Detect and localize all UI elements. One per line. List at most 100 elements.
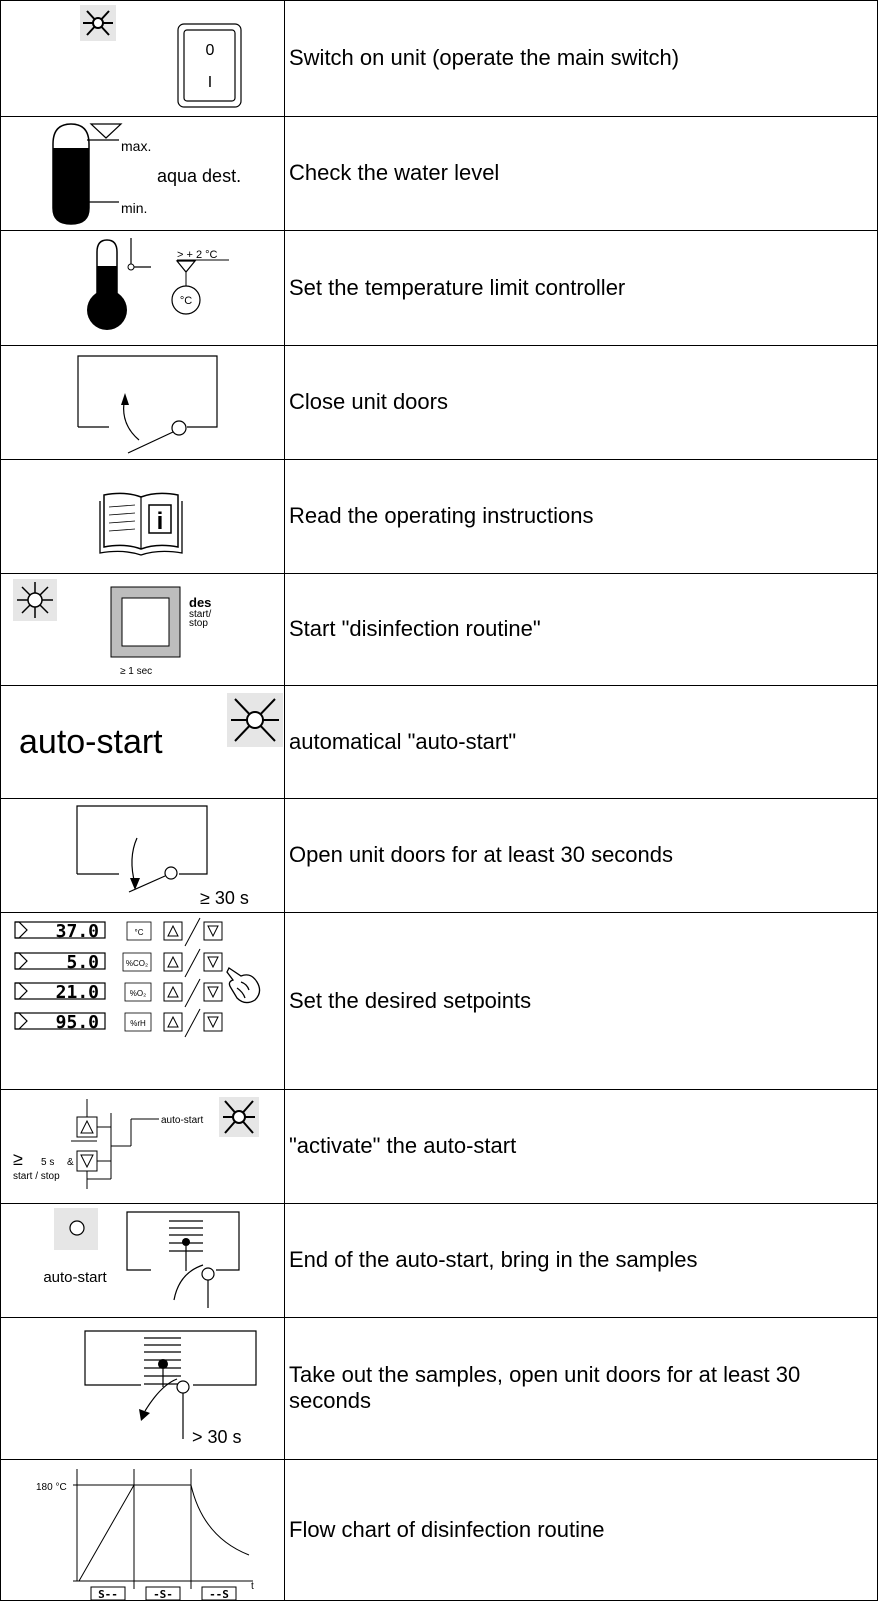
row-divider	[0, 685, 878, 686]
svg-text:I: I	[208, 74, 212, 91]
table-row: auto-start automatical "auto-start"	[0, 685, 878, 798]
row-divider	[0, 798, 878, 799]
table-row: auto-start End of the auto-start, bring …	[0, 1203, 878, 1317]
instruction-text: Set the temperature limit controller	[289, 274, 626, 300]
row-divider	[0, 1459, 878, 1460]
table-row: > 30 s Take out the samples, open unit d…	[0, 1317, 878, 1459]
svg-text:auto-start: auto-start	[161, 1115, 203, 1126]
row-divider	[0, 230, 878, 231]
svg-text:auto-start: auto-start	[43, 1269, 107, 1286]
svg-text:max.: max.	[121, 138, 151, 154]
row-divider	[0, 0, 878, 1]
instruction-text: Take out the samples, open unit doors fo…	[289, 1362, 801, 1413]
svg-text:stop: stop	[189, 618, 208, 629]
instruction-text: automatical "auto-start"	[289, 728, 517, 754]
svg-text:start / stop: start / stop	[13, 1171, 60, 1182]
instruction-text: "activate" the auto-start	[289, 1133, 517, 1158]
row-divider	[0, 345, 878, 346]
door-close-icon	[1, 345, 284, 459]
svg-text:i: i	[157, 508, 164, 535]
instruction-text: Close unit doors	[289, 389, 448, 414]
svg-text:--S: --S	[209, 1588, 229, 1600]
svg-text:t: t	[251, 1581, 254, 1592]
svg-text:≥ 30 s: ≥ 30 s	[200, 888, 249, 908]
svg-text:des: des	[189, 595, 211, 610]
svg-text:aqua dest.: aqua dest.	[157, 166, 241, 186]
svg-text:%CO₂: %CO₂	[126, 959, 148, 968]
svg-text:&: &	[67, 1157, 74, 1168]
samples-in-icon: auto-start	[1, 1203, 284, 1317]
des-button-icon: des start/ stop ≥ 1 sec	[1, 573, 284, 685]
instruction-text: Read the operating instructions	[289, 503, 594, 528]
table-row: > + 2 °C °C Set the temperature limit co…	[0, 230, 878, 345]
sun-icon	[83, 10, 113, 36]
display-row: 95.0 %rH	[14, 1008, 223, 1038]
table-row: 180 °C t S-- -S- --S Flow chart of disin…	[0, 1459, 878, 1600]
row-divider	[0, 912, 878, 913]
table-row: auto-start ≥ 5 s & start / stop "activat…	[0, 1089, 878, 1203]
svg-text:min.: min.	[121, 200, 147, 216]
manual-info-icon: i	[1, 459, 284, 573]
svg-text:0: 0	[206, 42, 215, 59]
instruction-text: Open unit doors for at least 30 seconds	[289, 842, 674, 867]
auto-start-activate-icon: auto-start ≥ 5 s & start / stop	[1, 1089, 284, 1203]
instruction-text: Switch on unit (operate the main switch)	[289, 45, 680, 70]
table-row: Close unit doors	[0, 345, 878, 459]
row-divider	[0, 1203, 878, 1204]
door-open-icon: ≥ 30 s	[1, 798, 284, 912]
row-divider	[0, 573, 878, 574]
row-divider	[0, 459, 878, 460]
sun-icon	[17, 582, 53, 618]
sun-icon	[223, 1100, 255, 1134]
column-divider	[284, 0, 285, 1601]
pointing-hand-icon	[226, 967, 261, 1004]
svg-text:180 °C: 180 °C	[36, 1482, 67, 1493]
instruction-text: Set the desired setpoints	[289, 987, 532, 1013]
flow-chart-icon: 180 °C t S-- -S- --S	[1, 1459, 284, 1600]
display-row: 5.0 %CO₂	[14, 948, 223, 978]
row-divider	[0, 1089, 878, 1090]
table-row: 0 I Switch on unit (operate the main swi…	[0, 0, 878, 116]
svg-text:%O₂: %O₂	[130, 989, 146, 998]
svg-text:S--: S--	[98, 1588, 118, 1600]
svg-text:> + 2 °C: > + 2 °C	[177, 249, 218, 261]
svg-text:auto-start: auto-start	[19, 723, 163, 761]
svg-text:37.0: 37.0	[56, 921, 99, 942]
table-row: des start/ stop ≥ 1 sec Start "disinfect…	[0, 573, 878, 685]
svg-text:start/: start/	[189, 609, 211, 620]
table-row: max. aqua dest. min. Check the water lev…	[0, 116, 878, 230]
table-border-left	[0, 0, 1, 1601]
display-row: 37.0 °C	[14, 917, 223, 947]
thermometer-icon: > + 2 °C °C	[1, 230, 284, 345]
row-divider	[0, 116, 878, 117]
table-row: 37.0 °C 5.0 %CO₂	[0, 912, 878, 1089]
setpoint-panel-icon: 37.0 °C 5.0 %CO₂	[1, 912, 284, 1089]
svg-text:-S-: -S-	[153, 1588, 173, 1600]
svg-text:95.0: 95.0	[56, 1012, 99, 1033]
instruction-text: Start "disinfection routine"	[289, 616, 541, 641]
svg-text:°C: °C	[180, 295, 192, 307]
water-tank-icon: max. aqua dest. min.	[1, 116, 284, 230]
svg-text:> 30 s: > 30 s	[192, 1427, 242, 1447]
row-divider	[0, 1317, 878, 1318]
main-switch-icon: 0 I	[1, 0, 284, 116]
svg-text:≥: ≥	[13, 1149, 23, 1169]
table-row: i Read the operating instructions	[0, 459, 878, 573]
status-light-icon	[69, 1220, 85, 1236]
svg-text:%rH: %rH	[130, 1019, 146, 1028]
instruction-text: End of the auto-start, bring in the samp…	[289, 1247, 698, 1272]
instruction-text: Check the water level	[289, 160, 500, 185]
sun-icon	[231, 698, 279, 742]
svg-text:5.0: 5.0	[66, 952, 99, 973]
instruction-text: Flow chart of disinfection routine	[289, 1516, 605, 1542]
auto-start-sun-icon: auto-start	[1, 685, 284, 798]
svg-text:5 s: 5 s	[41, 1157, 54, 1168]
svg-text:21.0: 21.0	[56, 982, 99, 1003]
svg-text:°C: °C	[135, 928, 144, 937]
table-row: ≥ 30 s Open unit doors for at least 30 s…	[0, 798, 878, 912]
display-row: 21.0 %O₂	[14, 978, 223, 1008]
svg-text:≥ 1 sec: ≥ 1 sec	[120, 666, 152, 677]
samples-out-icon: > 30 s	[1, 1317, 284, 1459]
table-border-right	[877, 0, 878, 1601]
